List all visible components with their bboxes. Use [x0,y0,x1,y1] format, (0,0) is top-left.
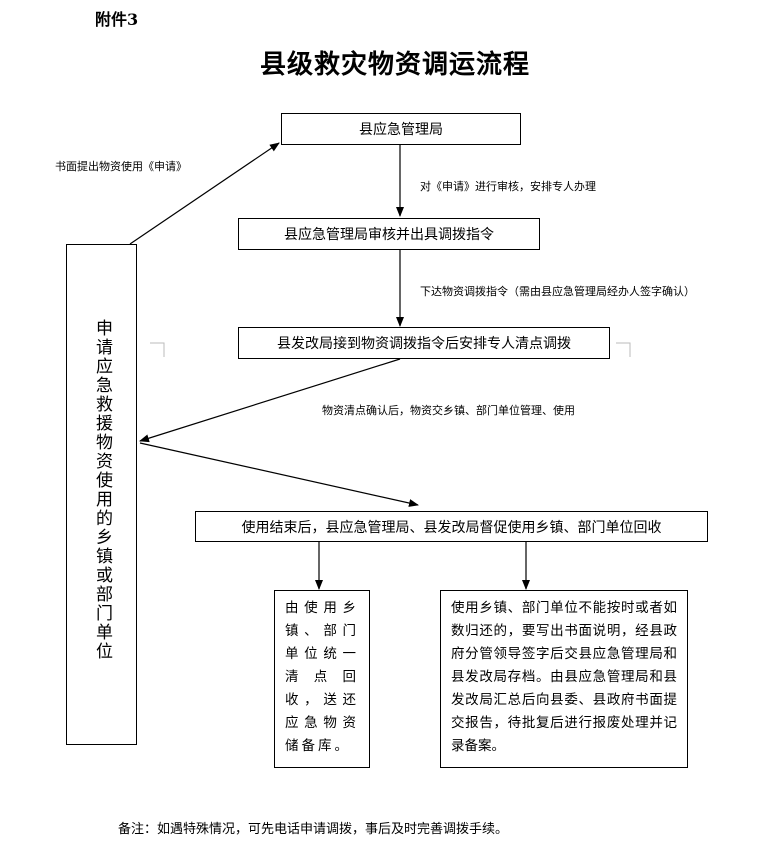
box-applicant: 申请应急救援物资使用的乡镇或部门单位 [66,244,137,745]
box-supervise-text: 使用结束后，县应急管理局、县发改局督促使用乡镇、部门单位回收 [241,519,662,536]
box-bureau-text: 县应急管理局 [359,122,443,138]
corner-mark-right [616,342,631,357]
label-apply: 书面提出物资使用《申请》 [55,160,187,173]
corner-mark-left [150,342,165,357]
box-review: 县应急管理局审核并出具调拨指令 [238,218,540,250]
attachment-label: 附件3 [95,10,139,29]
footnote: 备注：如遇特殊情况，可先电话申请调拨，事后及时完善调拨手续。 [118,822,509,837]
label-order: 下达物资调拨指令（需由县应急管理局经办人签字确认） [420,285,695,298]
arrow-return [139,442,419,507]
box-ndrc: 县发改局接到物资调拨指令后安排专人清点调拨 [238,327,610,359]
label-audit: 对《申请》进行审核，安排专人办理 [420,180,596,193]
box-supervise: 使用结束后，县应急管理局、县发改局督促使用乡镇、部门单位回收 [195,511,708,542]
arrow-deliver [139,358,401,443]
box-recover: 由使用乡镇、部门单位统一清点回收，送还应急物资储备库。 [274,590,370,768]
label-deliver: 物资清点确认后，物资交乡镇、部门单位管理、使用 [322,404,575,417]
box-scrap: 使用乡镇、部门单位不能按时或者如数归还的，要写出书面说明，经县政府分管领导签字后… [440,590,688,768]
box-applicant-text: 申请应急救援物资使用的乡镇或部门单位 [92,318,112,661]
page-title: 县级救灾物资调运流程 [259,50,530,80]
box-scrap-text: 使用乡镇、部门单位不能按时或者如数归还的，要写出书面说明，经县政府分管领导签字后… [451,600,677,754]
box-review-text: 县应急管理局审核并出具调拨指令 [284,227,494,243]
box-bureau: 县应急管理局 [281,113,521,145]
box-recover-text: 由使用乡镇、部门单位统一清点回收，送还应急物资储备库。 [285,600,359,754]
arrow-apply [129,142,280,245]
box-ndrc-text: 县发改局接到物资调拨指令后安排专人清点调拨 [277,336,571,352]
